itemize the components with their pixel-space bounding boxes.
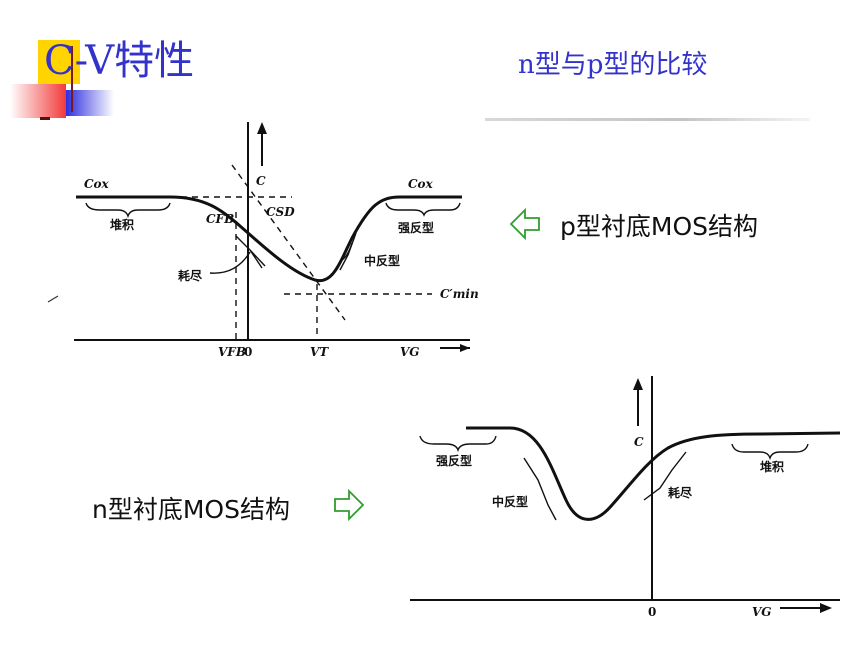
- p-label-vt: VT: [310, 345, 329, 359]
- caption-n-type: n型衬底MOS结构: [92, 495, 290, 524]
- n-weak-inversion-brace: [523, 457, 557, 521]
- n-label-accumulation: 堆积: [760, 459, 784, 474]
- n-label-weak-inversion: 中反型: [492, 494, 528, 509]
- p-label-weak-inversion: 中反型: [364, 253, 400, 268]
- p-label-csd: CSD: [266, 205, 295, 219]
- accent-vertical-line: [71, 46, 73, 112]
- n-label-vg: VG: [752, 605, 772, 619]
- n-label-zero: 0: [648, 605, 656, 619]
- slide-subtitle: n型与p型的比较: [518, 50, 708, 80]
- n-label-depletion: 耗尽: [668, 485, 693, 500]
- n-accumulation-brace: [731, 443, 809, 461]
- n-depletion-brace: [643, 451, 687, 501]
- p-label-cox-left: Cox: [84, 177, 110, 191]
- p-cv-curve: [76, 195, 462, 283]
- p-label-vfb: VFB: [218, 345, 246, 359]
- p-label-cfb: CFB: [206, 212, 234, 226]
- hollow-arrow-right-icon: [334, 488, 365, 522]
- p-strong-inversion-brace: [385, 202, 461, 217]
- n-label-strong-inversion: 强反型: [436, 453, 472, 468]
- n-label-c-axis: C: [634, 435, 644, 449]
- accent-dash: [40, 117, 50, 120]
- p-label-vg: VG: [400, 345, 420, 359]
- p-label-c-axis: C: [256, 174, 266, 188]
- n-cv-curve: [466, 426, 841, 521]
- p-label-accumulation: 堆积: [110, 217, 134, 232]
- p-label-depletion: 耗尽: [178, 268, 203, 283]
- p-label-zero: 0: [244, 345, 252, 359]
- p-label-cmin: C′min: [440, 287, 479, 301]
- slide-title: C-V特性: [44, 38, 195, 84]
- accent-square-yellow: [38, 40, 80, 84]
- p-label-cox-right: Cox: [408, 177, 434, 191]
- hollow-arrow-left-icon: [509, 207, 540, 241]
- n-strong-inversion-brace: [419, 435, 497, 453]
- title-rule: [485, 118, 810, 121]
- accent-square-red: [10, 84, 66, 118]
- accent-square-blue: [66, 90, 114, 116]
- p-label-strong-inversion: 强反型: [398, 220, 434, 235]
- caption-p-type: p型衬底MOS结构: [560, 212, 758, 241]
- p-depletion-brace: [235, 235, 266, 269]
- p-accumulation-brace: [85, 202, 171, 219]
